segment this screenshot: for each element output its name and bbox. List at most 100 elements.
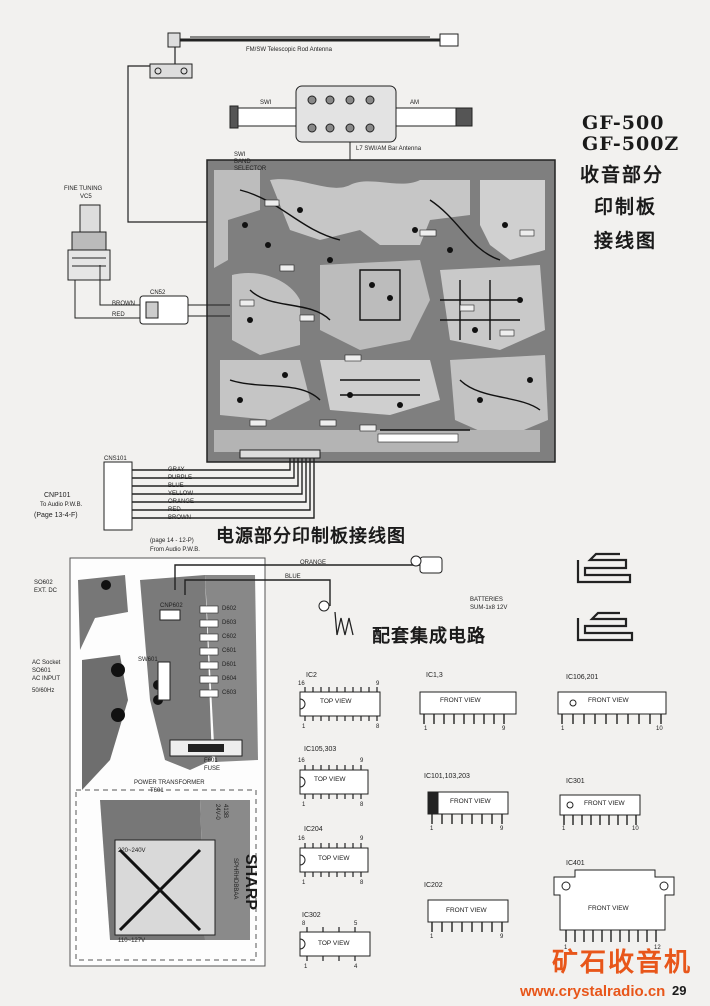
ic106-201-pin1: 1 [561,726,565,732]
power-pcb-title: 电源部分印制板接线图 [216,526,406,547]
ic204-pin8: 8 [360,880,364,886]
ic302-pin8: 8 [302,921,306,927]
ic301-pin1: 1 [562,826,566,832]
ic204-pin1: 1 [302,880,306,886]
c603-label: C603 [222,690,237,696]
ic301-name: IC301 [566,778,585,785]
cn52-label: CN52 [150,290,166,296]
ic401-pin1: 1 [564,945,568,951]
sip-pins [423,714,662,942]
f601-label: F601 [204,758,218,764]
band-selector-3: SELECTOR [234,166,267,172]
ic302-view: TOP VIEW [318,940,350,947]
ic106-201-view: FRONT VIEW [588,697,629,704]
dip-notches [299,698,306,950]
cns101-harness [103,449,321,531]
fuse-rating-1: 413B [222,804,228,819]
ic2-pin8: 8 [376,724,380,730]
sw-label: SWI [260,100,272,106]
cn52-connector [139,295,230,325]
sharp-sub: SPHRHDBBAA [232,858,238,900]
watermark-cn: 矿石收音机 [552,948,693,978]
ic202-pin1: 1 [430,934,434,940]
ic105-303-pin16: 16 [298,758,305,764]
ic101-103-203-name: IC101,103,203 [424,773,470,780]
ic-sip-packages [419,691,675,931]
power-transformer-label: POWER TRANSFORMER [134,780,205,786]
ic401-name: IC401 [566,860,585,867]
ic2-view: TOP VIEW [320,698,352,705]
fm-rod-label: FM/SW Telescopic Rod Antenna [246,47,332,53]
ic301-pin10: 10 [632,826,639,832]
ic401-pin12: 12 [654,945,661,951]
ic106-201-name: IC106,201 [566,674,599,681]
ic1-3-pin9: 9 [502,726,506,732]
fm-rod-antenna [127,32,459,223]
freq-label: 50/60Hz [32,688,55,694]
from-audio-page: (page 14 - 12-P) [150,538,194,544]
ic1-3-view: FRONT VIEW [440,697,481,704]
sharp-logo: SHARP [242,854,259,911]
ic202-pin9: 9 [500,934,504,940]
ic2-pin16: 16 [298,681,305,687]
ic105-303-pin9: 9 [360,758,364,764]
fine-tuning-label: FINE TUNING [64,186,103,192]
power-pcb [69,557,266,967]
radio-pcb-title-3: 接线图 [594,230,658,252]
wire-brown: BROWN [168,515,191,521]
radio-pcb-title-1: 收音部分 [580,164,665,186]
ext-dc-label: EXT. DC [34,588,58,594]
ic401-view: FRONT VIEW [588,905,629,912]
bar-antenna [229,85,473,162]
so602-label: SO602 [34,580,53,586]
fuse-label: FUSE [204,766,221,772]
ic-dip-packages [299,691,381,957]
cnp101-label: CNP101 [44,492,71,499]
wire-red: RED [168,507,181,513]
battery-springs [576,552,634,642]
ic302-pin1: 1 [304,964,308,970]
d604-label: D604 [222,676,237,682]
page-ref-label: (Page 13-4-F) [34,512,78,519]
batteries-label: BATTERIES [470,597,503,603]
ic301-view: FRONT VIEW [584,800,625,807]
ic204-view: TOP VIEW [318,855,350,862]
ic101-103-203-pin1: 1 [430,826,434,832]
ic106-201-pin10: 10 [656,726,663,732]
ic1-3-name: IC1,3 [426,672,443,679]
ic302-pin4: 4 [354,964,358,970]
cnp602-label: CNP602 [160,603,183,609]
from-audio-label: From Audio P.W.B. [150,547,200,553]
red-wire-label: RED [112,312,125,318]
brown-wire-label: BROWN [112,301,135,307]
ic202-name: IC202 [424,882,443,889]
vc5-label: VC5 [80,194,92,200]
t601-label: T601 [150,788,164,794]
d601-label: D601 [222,662,237,668]
model-gf500z: GF-500Z [582,133,680,155]
bar-antenna-label: L7 SWI/AM Bar Antenna [356,146,422,152]
c602-label: C602 [222,634,237,640]
sw601-label: SW601 [138,657,158,663]
ic105-303-view: TOP VIEW [314,776,346,783]
dip-pins [304,687,378,961]
ic101-103-203-pin9: 9 [500,826,504,832]
ac-input-label: AC INPUT [32,676,61,682]
voltage-high-label: 220~240V [118,848,146,854]
wire-gray: GRAY [168,467,185,473]
ic2-name: IC2 [306,672,317,679]
ic-section-title: 配套集成电路 [372,626,486,647]
ic204-name: IC204 [304,826,323,833]
page-number: 29 [672,983,687,998]
ic2-pin1: 1 [302,724,306,730]
cns101-label: CNS101 [104,456,127,462]
band-selector-2: BAND [234,159,251,165]
c601-label: C601 [222,648,237,654]
ic2-pin9: 9 [376,681,380,687]
ic105-303-pin8: 8 [360,802,364,808]
wire-yellow: YELLOW [168,491,194,497]
model-gf500: GF-500 [582,112,665,134]
fine-tuning-vc5 [67,204,140,319]
radio-pcb [206,159,556,463]
